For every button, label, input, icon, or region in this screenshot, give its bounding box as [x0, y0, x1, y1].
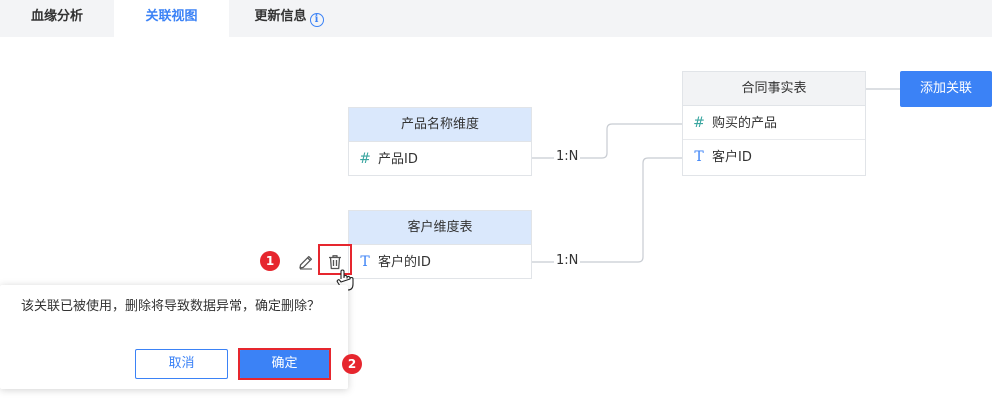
number-field-icon: # — [359, 151, 371, 167]
table-card-customer-dim[interactable]: 客户维度表 T 客户的ID — [348, 210, 532, 279]
table-card-product-dim[interactable]: 产品名称维度 # 产品ID — [348, 107, 532, 176]
field-name: 产品ID — [378, 152, 418, 167]
number-field-icon: # — [693, 115, 705, 131]
confirm-button[interactable]: 确定 — [240, 349, 329, 379]
field-row[interactable]: T 客户的ID — [349, 245, 531, 279]
relation-label[interactable]: 1:N — [554, 149, 581, 164]
table-card-title: 客户维度表 — [349, 211, 531, 245]
confirm-message: 该关联已被使用，删除将导致数据异常，确定删除？ — [21, 299, 321, 314]
tab-relation-view[interactable]: 关联视图 — [114, 0, 229, 37]
delete-trash-icon[interactable] — [326, 253, 344, 271]
step-marker-1: 1 — [260, 251, 280, 271]
cancel-button[interactable]: 取消 — [135, 349, 228, 379]
table-card-title: 合同事实表 — [683, 72, 865, 106]
info-circle-icon[interactable]: i — [309, 13, 324, 27]
field-row[interactable]: # 购买的产品 — [683, 106, 865, 140]
tab-update-info-label: 更新信息 — [254, 9, 307, 24]
relation-label[interactable]: 1:N — [554, 253, 581, 268]
tab-lineage[interactable]: 血缘分析 — [30, 9, 83, 24]
field-name: 购买的产品 — [712, 116, 778, 131]
text-field-icon: T — [694, 149, 704, 165]
text-field-icon: T — [360, 254, 370, 270]
delete-confirm-dialog: 该关联已被使用，删除将导致数据异常，确定删除？ 取消 确定 — [0, 285, 348, 389]
field-row[interactable]: T 客户ID — [683, 140, 865, 174]
table-card-contract-fact[interactable]: 合同事实表 # 购买的产品 T 客户ID — [682, 71, 866, 176]
confirm-highlight-box — [238, 348, 331, 380]
delete-highlight-box — [318, 244, 352, 275]
field-name: 客户的ID — [378, 255, 431, 270]
field-name: 客户ID — [712, 150, 752, 165]
step-marker-2: 2 — [342, 354, 362, 374]
table-card-title: 产品名称维度 — [349, 108, 531, 142]
edit-pencil-icon[interactable] — [297, 253, 315, 271]
field-row[interactable]: # 产品ID — [349, 142, 531, 176]
add-relation-button[interactable]: 添加关联 — [900, 71, 992, 107]
